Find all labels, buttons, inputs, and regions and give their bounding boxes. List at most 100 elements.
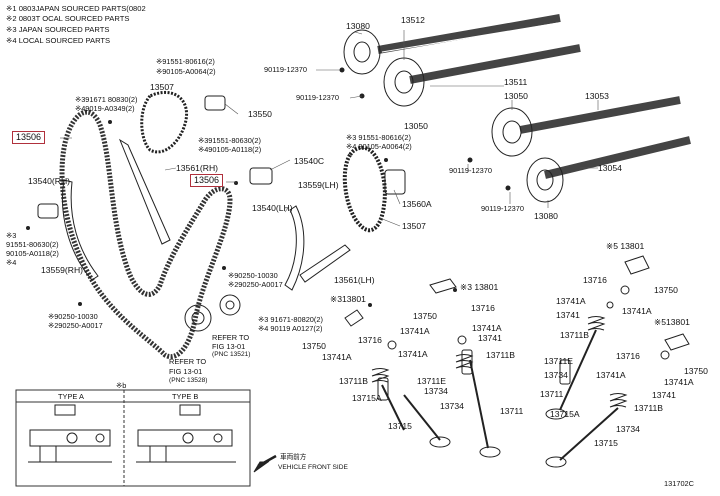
- label-91551-left: 91551-80630(2): [6, 240, 59, 249]
- cam-gear-13080-top: [343, 29, 381, 75]
- valve-spring-right-a: [587, 316, 606, 331]
- valve-train-right: [545, 255, 690, 468]
- vehicle-front-jp: 車両前方: [280, 454, 307, 461]
- label-90250-d: ※290250-A0017: [48, 321, 103, 330]
- label-13741a-r: 13741A: [556, 296, 586, 306]
- label-90119-a: 90119-12370: [264, 65, 308, 74]
- leader-lines: [60, 30, 599, 227]
- label-13559-lh: 13559(LH): [298, 180, 339, 190]
- label-49019-top: ※49019-A0349(2): [75, 104, 135, 113]
- tensioner-rh: [37, 203, 59, 219]
- types-box: [15, 389, 251, 487]
- valve-stem-right-b: [559, 407, 619, 461]
- label-13716-r2: 13716: [616, 351, 640, 361]
- tensioner-13560a: [384, 169, 406, 195]
- bolts: [26, 67, 511, 307]
- label-13734-a: 13734: [424, 386, 448, 396]
- valve-head-right-a: [545, 408, 567, 420]
- label-13801-centre: ※313801: [330, 294, 366, 304]
- label-13734-r2: 13734: [616, 424, 640, 434]
- valve-stem-left: [403, 394, 441, 441]
- label-13054: 13054: [598, 163, 622, 173]
- timing-chain-rh: [59, 109, 233, 360]
- rocker-type-b: [137, 429, 233, 447]
- label-13540c: 13540C: [294, 156, 325, 166]
- chain-guide: [118, 138, 171, 245]
- label-13715-r: 13715: [594, 438, 618, 448]
- label-90250-b: ※290250-A0017: [228, 280, 283, 289]
- refer-2-line-2: FIG 13-01: [169, 367, 203, 376]
- label-13741a-a: 13741A: [400, 326, 430, 336]
- crank-hub: [191, 311, 205, 325]
- label-13507-top: 13507: [150, 82, 174, 92]
- label-90119-c: 90119-12370: [449, 166, 493, 175]
- rocker-type-a: [29, 429, 111, 447]
- camshaft-13053: [519, 96, 681, 134]
- camshaft-13511: [409, 44, 581, 84]
- note-line-3: ※3 JAPAN SOURCED PARTS: [6, 25, 110, 34]
- figure-code: 131702C: [664, 479, 694, 488]
- label-13080-top: 13080: [346, 21, 370, 31]
- label-13734-r: 13734: [544, 370, 568, 380]
- label-13741a-r4: 13741A: [664, 377, 694, 387]
- label-90105-top: ※90105-A0064(2): [156, 67, 216, 76]
- valve-spring-left: [371, 368, 390, 383]
- vehicle-front-en: VEHICLE FRONT SIDE: [278, 464, 348, 471]
- label-13741-r2: 13741: [652, 390, 676, 400]
- label-13750-r2: 13750: [684, 366, 708, 376]
- label-13801-r1: ※5 13801: [606, 241, 645, 251]
- label-13561-rh: 13561(RH): [176, 163, 219, 173]
- label-13750-r: 13750: [654, 285, 678, 295]
- label-91671-b: ※3 91671-80820(2): [258, 315, 323, 324]
- camshaft-13054: [544, 136, 691, 179]
- label-13711e-a: 13711E: [417, 376, 446, 386]
- label-13512: 13512: [401, 15, 425, 25]
- types-note: ※b: [116, 381, 127, 390]
- timing-chain-inner: [140, 90, 189, 154]
- tensioner-lh: [249, 167, 273, 185]
- label-13507-mid: 13507: [402, 221, 426, 231]
- label-13550: 13550: [248, 109, 272, 119]
- label-13080-right: 13080: [534, 211, 558, 221]
- highlight-part-13506-right[interactable]: 13506: [190, 174, 224, 187]
- label-91551-right: ※3 91551-80616(2): [346, 133, 411, 142]
- valve-head-right-b: [545, 456, 567, 468]
- label-13050-mid: 13050: [404, 121, 428, 131]
- valve-stem-centre: [469, 359, 489, 449]
- label-13741-a: 13741: [478, 333, 502, 343]
- highlight-part-13506-left[interactable]: 13506: [12, 131, 46, 144]
- label-star4-left: ※4: [6, 258, 17, 267]
- label-13750-a: 13750: [413, 311, 437, 321]
- label-13741a-r2: 13741A: [622, 306, 652, 316]
- refer-1-line-1: REFER TO: [212, 333, 250, 342]
- note-line-4: ※4 LOCAL SOURCED PARTS: [6, 36, 111, 45]
- label-13711-a: 13711: [500, 406, 524, 416]
- label-13741a-r3: 13741A: [596, 370, 626, 380]
- label-90105-right: ※4 90105-A0064(2): [346, 142, 412, 151]
- label-49010-mid: ※490105-A0118(2): [198, 145, 262, 154]
- chain-damper-lh: [299, 244, 351, 283]
- note-line-1: ※1 0803JAPAN SOURCED PARTS(0802: [6, 4, 146, 13]
- label-13711-r: 13711: [540, 389, 564, 399]
- valve-train-centre: [344, 278, 501, 458]
- label-13711b-a: 13711B: [486, 350, 515, 360]
- label-13716-r: 13716: [583, 275, 607, 285]
- label-90250-a: ※90250-10030: [228, 271, 278, 280]
- valve-spring-right-b: [609, 393, 628, 408]
- label-13741a-b: 13741A: [472, 323, 502, 333]
- label-13715-a: 13715: [388, 421, 412, 431]
- label-13741a-c: 13741A: [322, 352, 352, 362]
- label-13711b-r2: 13711B: [634, 403, 663, 413]
- label-13741a-d: 13741A: [398, 349, 428, 359]
- refer-2-line-1: REFER TO: [169, 357, 207, 366]
- label-13716-a: 13716: [471, 303, 495, 313]
- front-arrow-shaft: [257, 454, 277, 468]
- label-13053: 13053: [585, 91, 609, 101]
- chain-slipper-rh: [61, 179, 99, 281]
- note-line-2: ※2 0803T OCAL SOURCED PARTS: [6, 14, 130, 23]
- label-13540-lh: 13540(LH): [252, 203, 293, 213]
- refer-2-line-3: (PNC 13528): [169, 377, 208, 384]
- label-90250-c: ※90250-10030: [48, 312, 98, 321]
